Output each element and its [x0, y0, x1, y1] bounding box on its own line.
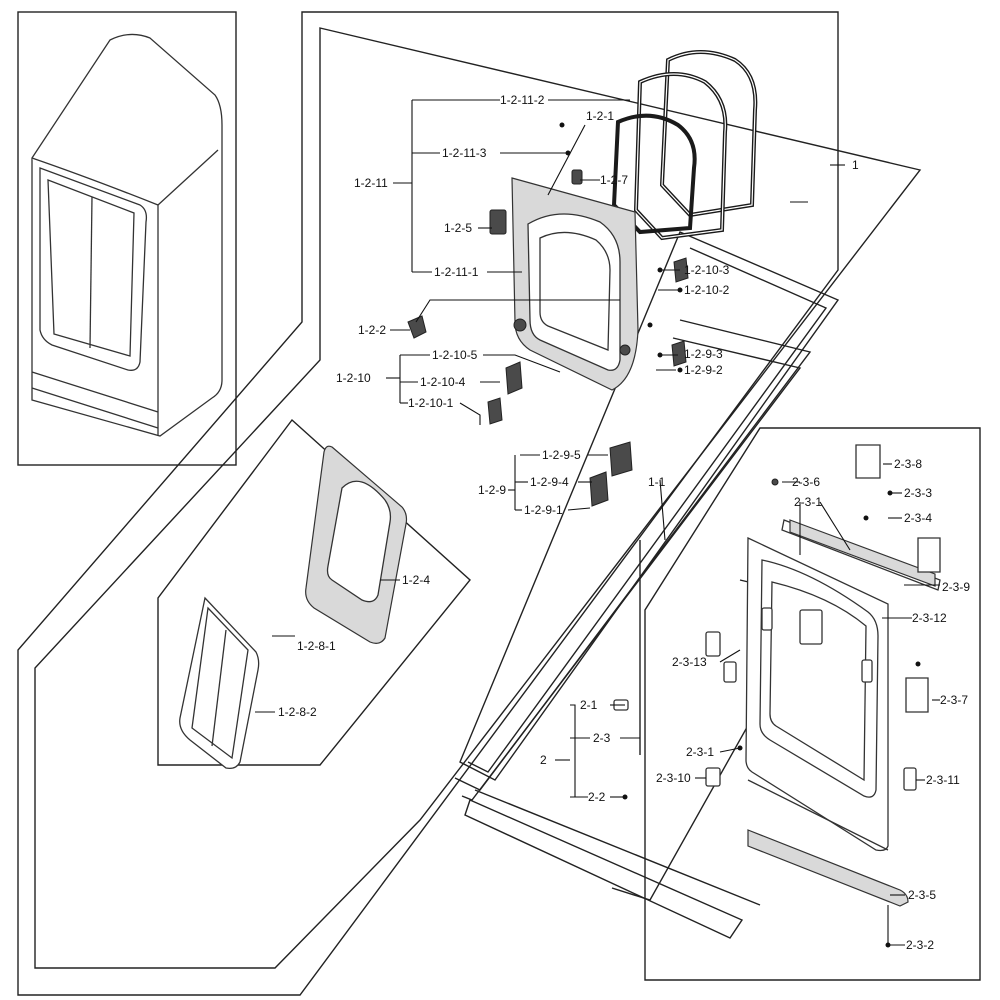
label-1-2-10: 1-2-10 — [336, 371, 371, 385]
label-2-3-2: 2-3-2 — [906, 938, 934, 952]
label-1-2-9-3: 1-2-9-3 — [684, 347, 723, 361]
label-1-2-10-3: 1-2-10-3 — [684, 263, 730, 277]
label-2-3-8: 2-3-8 — [894, 457, 922, 471]
label-1-2-10-1: 1-2-10-1 — [408, 396, 454, 410]
label-2-3-7: 2-3-7 — [940, 693, 968, 707]
label-1-2-5: 1-2-5 — [444, 221, 472, 235]
label-1-2-10-2: 1-2-10-2 — [684, 283, 730, 297]
label-2-1: 2-1 — [580, 698, 598, 712]
label-2: 2 — [540, 753, 547, 767]
door-assembly-outer-frame — [17, 11, 839, 996]
label-1-2-11-2: 1-2-11-2 — [500, 93, 545, 107]
leader-lines — [255, 99, 940, 946]
fastener-dots — [559, 122, 921, 948]
inner-glass-subframe — [157, 418, 471, 766]
label-1-2-7: 1-2-7 — [600, 173, 628, 187]
outer-door-panel — [613, 444, 941, 907]
label-1: 1 — [852, 158, 859, 172]
hinge-hardware — [407, 257, 689, 507]
label-2-3-12: 2-3-12 — [912, 611, 947, 625]
appliance-overview-frame — [17, 11, 237, 466]
label-2-3-5: 2-3-5 — [908, 888, 936, 902]
label-1-2-8-2: 1-2-8-2 — [278, 705, 317, 719]
door-gaskets — [611, 50, 758, 241]
label-2-3-10: 2-3-10 — [656, 771, 691, 785]
outer-door-subframe — [644, 427, 981, 981]
inner-glass-panel — [179, 596, 260, 770]
label-1-2-9-2: 1-2-9-2 — [684, 363, 723, 377]
label-2-3-3: 2-3-3 — [904, 486, 932, 500]
label-1-2-2: 1-2-2 — [358, 323, 386, 337]
part-labels: 1-2-11-2 1-2-1 1-2-11-3 1-2-11 1-2-7 1 1… — [278, 93, 970, 952]
label-1-2-10-5: 1-2-10-5 — [432, 348, 478, 362]
label-1-2-9-4: 1-2-9-4 — [530, 475, 569, 489]
label-1-2-11-1: 1-2-11-1 — [434, 265, 479, 279]
label-1-2-11: 1-2-11 — [354, 176, 388, 190]
label-2-3-6: 2-3-6 — [792, 475, 820, 489]
label-1-2-9: 1-2-9 — [478, 483, 506, 497]
label-1-2-11-3: 1-2-11-3 — [442, 146, 487, 160]
label-1-2-8-1: 1-2-8-1 — [297, 639, 336, 653]
label-1-1: 1-1 — [648, 475, 666, 489]
label-2-3-1-mid: 2-3-1 — [686, 745, 714, 759]
label-1-2-9-1: 1-2-9-1 — [524, 503, 563, 517]
dryer-appliance — [31, 33, 223, 437]
label-2-3-9: 2-3-9 — [942, 580, 970, 594]
label-2-3-11: 2-3-11 — [926, 773, 960, 787]
label-2-3-1-top: 2-3-1 — [794, 495, 822, 509]
label-2-3-4: 2-3-4 — [904, 511, 932, 525]
label-1-2-1: 1-2-1 — [586, 109, 614, 123]
label-2-2: 2-2 — [588, 790, 606, 804]
inner-door-frame — [489, 169, 639, 391]
label-2-3: 2-3 — [593, 731, 611, 745]
label-1-2-4: 1-2-4 — [402, 573, 430, 587]
door-assembly-inner-frame — [34, 27, 922, 969]
inner-glass-frame — [305, 445, 408, 644]
label-1-2-9-5: 1-2-9-5 — [542, 448, 581, 462]
label-1-2-10-4: 1-2-10-4 — [420, 375, 466, 389]
label-2-3-13: 2-3-13 — [672, 655, 707, 669]
